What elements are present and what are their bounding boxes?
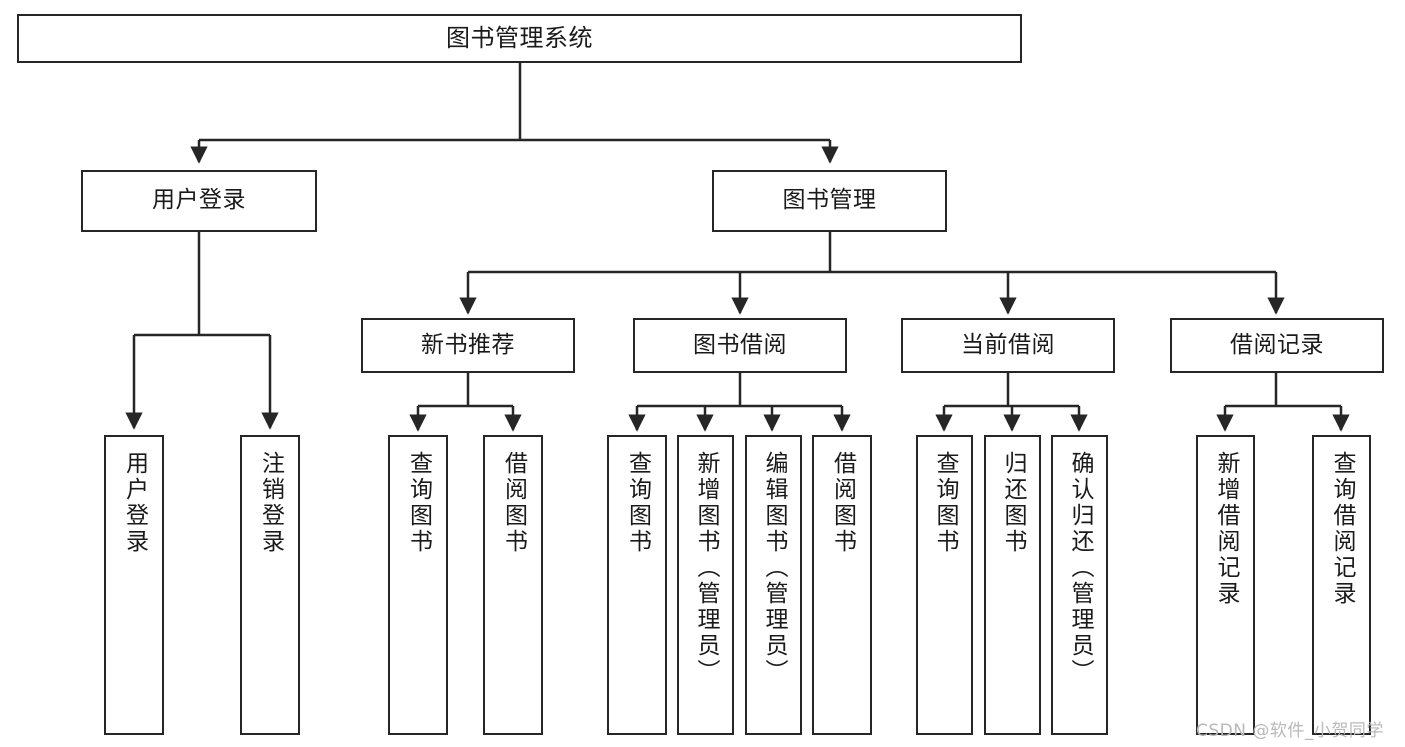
node-new-book-recommend-label: 新书推荐 bbox=[421, 331, 515, 358]
node-user-login-label: 用户登录 bbox=[152, 187, 246, 214]
node-book-borrow-label: 图书借阅 bbox=[693, 331, 787, 358]
node-leaf-query-book-2[interactable]: 查询图书 bbox=[607, 435, 667, 735]
node-leaf-confirm-return-label: 确认归还（管理员） bbox=[1067, 451, 1093, 685]
node-root-label: 图书管理系统 bbox=[446, 24, 593, 53]
node-leaf-query-book-3-label: 查询图书 bbox=[932, 451, 958, 555]
node-leaf-add-record[interactable]: 新增借阅记录 bbox=[1196, 435, 1255, 735]
node-leaf-borrow-book-2-label: 借阅图书 bbox=[829, 451, 856, 555]
node-borrow-record-label: 借阅记录 bbox=[1230, 331, 1324, 358]
node-leaf-query-book-2-label: 查询图书 bbox=[624, 451, 651, 555]
node-leaf-user-login[interactable]: 用户登录 bbox=[104, 435, 164, 735]
node-leaf-query-record[interactable]: 查询借阅记录 bbox=[1312, 435, 1371, 735]
node-leaf-return-book-label: 归还图书 bbox=[1000, 451, 1026, 555]
node-leaf-add-book[interactable]: 新增图书（管理员） bbox=[677, 435, 734, 735]
node-leaf-logout[interactable]: 注销登录 bbox=[240, 435, 300, 735]
node-current-borrow-label: 当前借阅 bbox=[961, 331, 1055, 358]
node-root[interactable]: 图书管理系统 bbox=[17, 14, 1022, 63]
node-leaf-query-record-label: 查询借阅记录 bbox=[1329, 451, 1355, 607]
node-leaf-edit-book-label: 编辑图书（管理员） bbox=[761, 451, 787, 685]
node-leaf-return-book[interactable]: 归还图书 bbox=[984, 435, 1041, 735]
node-leaf-query-book-1-label: 查询图书 bbox=[405, 451, 432, 555]
node-leaf-query-book-3[interactable]: 查询图书 bbox=[916, 435, 973, 735]
node-leaf-edit-book[interactable]: 编辑图书（管理员） bbox=[745, 435, 802, 735]
node-book-borrow[interactable]: 图书借阅 bbox=[633, 318, 847, 373]
node-borrow-record[interactable]: 借阅记录 bbox=[1170, 318, 1384, 373]
node-leaf-add-book-label: 新增图书（管理员） bbox=[693, 451, 719, 685]
node-leaf-confirm-return[interactable]: 确认归还（管理员） bbox=[1051, 435, 1108, 735]
node-current-borrow[interactable]: 当前借阅 bbox=[901, 318, 1115, 373]
node-book-manage[interactable]: 图书管理 bbox=[712, 170, 947, 232]
node-book-manage-label: 图书管理 bbox=[782, 187, 877, 214]
node-leaf-user-login-label: 用户登录 bbox=[121, 451, 148, 555]
node-leaf-borrow-book-2[interactable]: 借阅图书 bbox=[812, 435, 872, 735]
node-leaf-query-book-1[interactable]: 查询图书 bbox=[388, 435, 448, 735]
node-leaf-add-record-label: 新增借阅记录 bbox=[1213, 451, 1239, 607]
node-leaf-borrow-book-1-label: 借阅图书 bbox=[500, 451, 527, 555]
node-new-book-recommend[interactable]: 新书推荐 bbox=[361, 318, 575, 373]
node-leaf-borrow-book-1[interactable]: 借阅图书 bbox=[483, 435, 543, 735]
node-leaf-logout-label: 注销登录 bbox=[257, 451, 284, 555]
node-user-login[interactable]: 用户登录 bbox=[81, 170, 317, 232]
